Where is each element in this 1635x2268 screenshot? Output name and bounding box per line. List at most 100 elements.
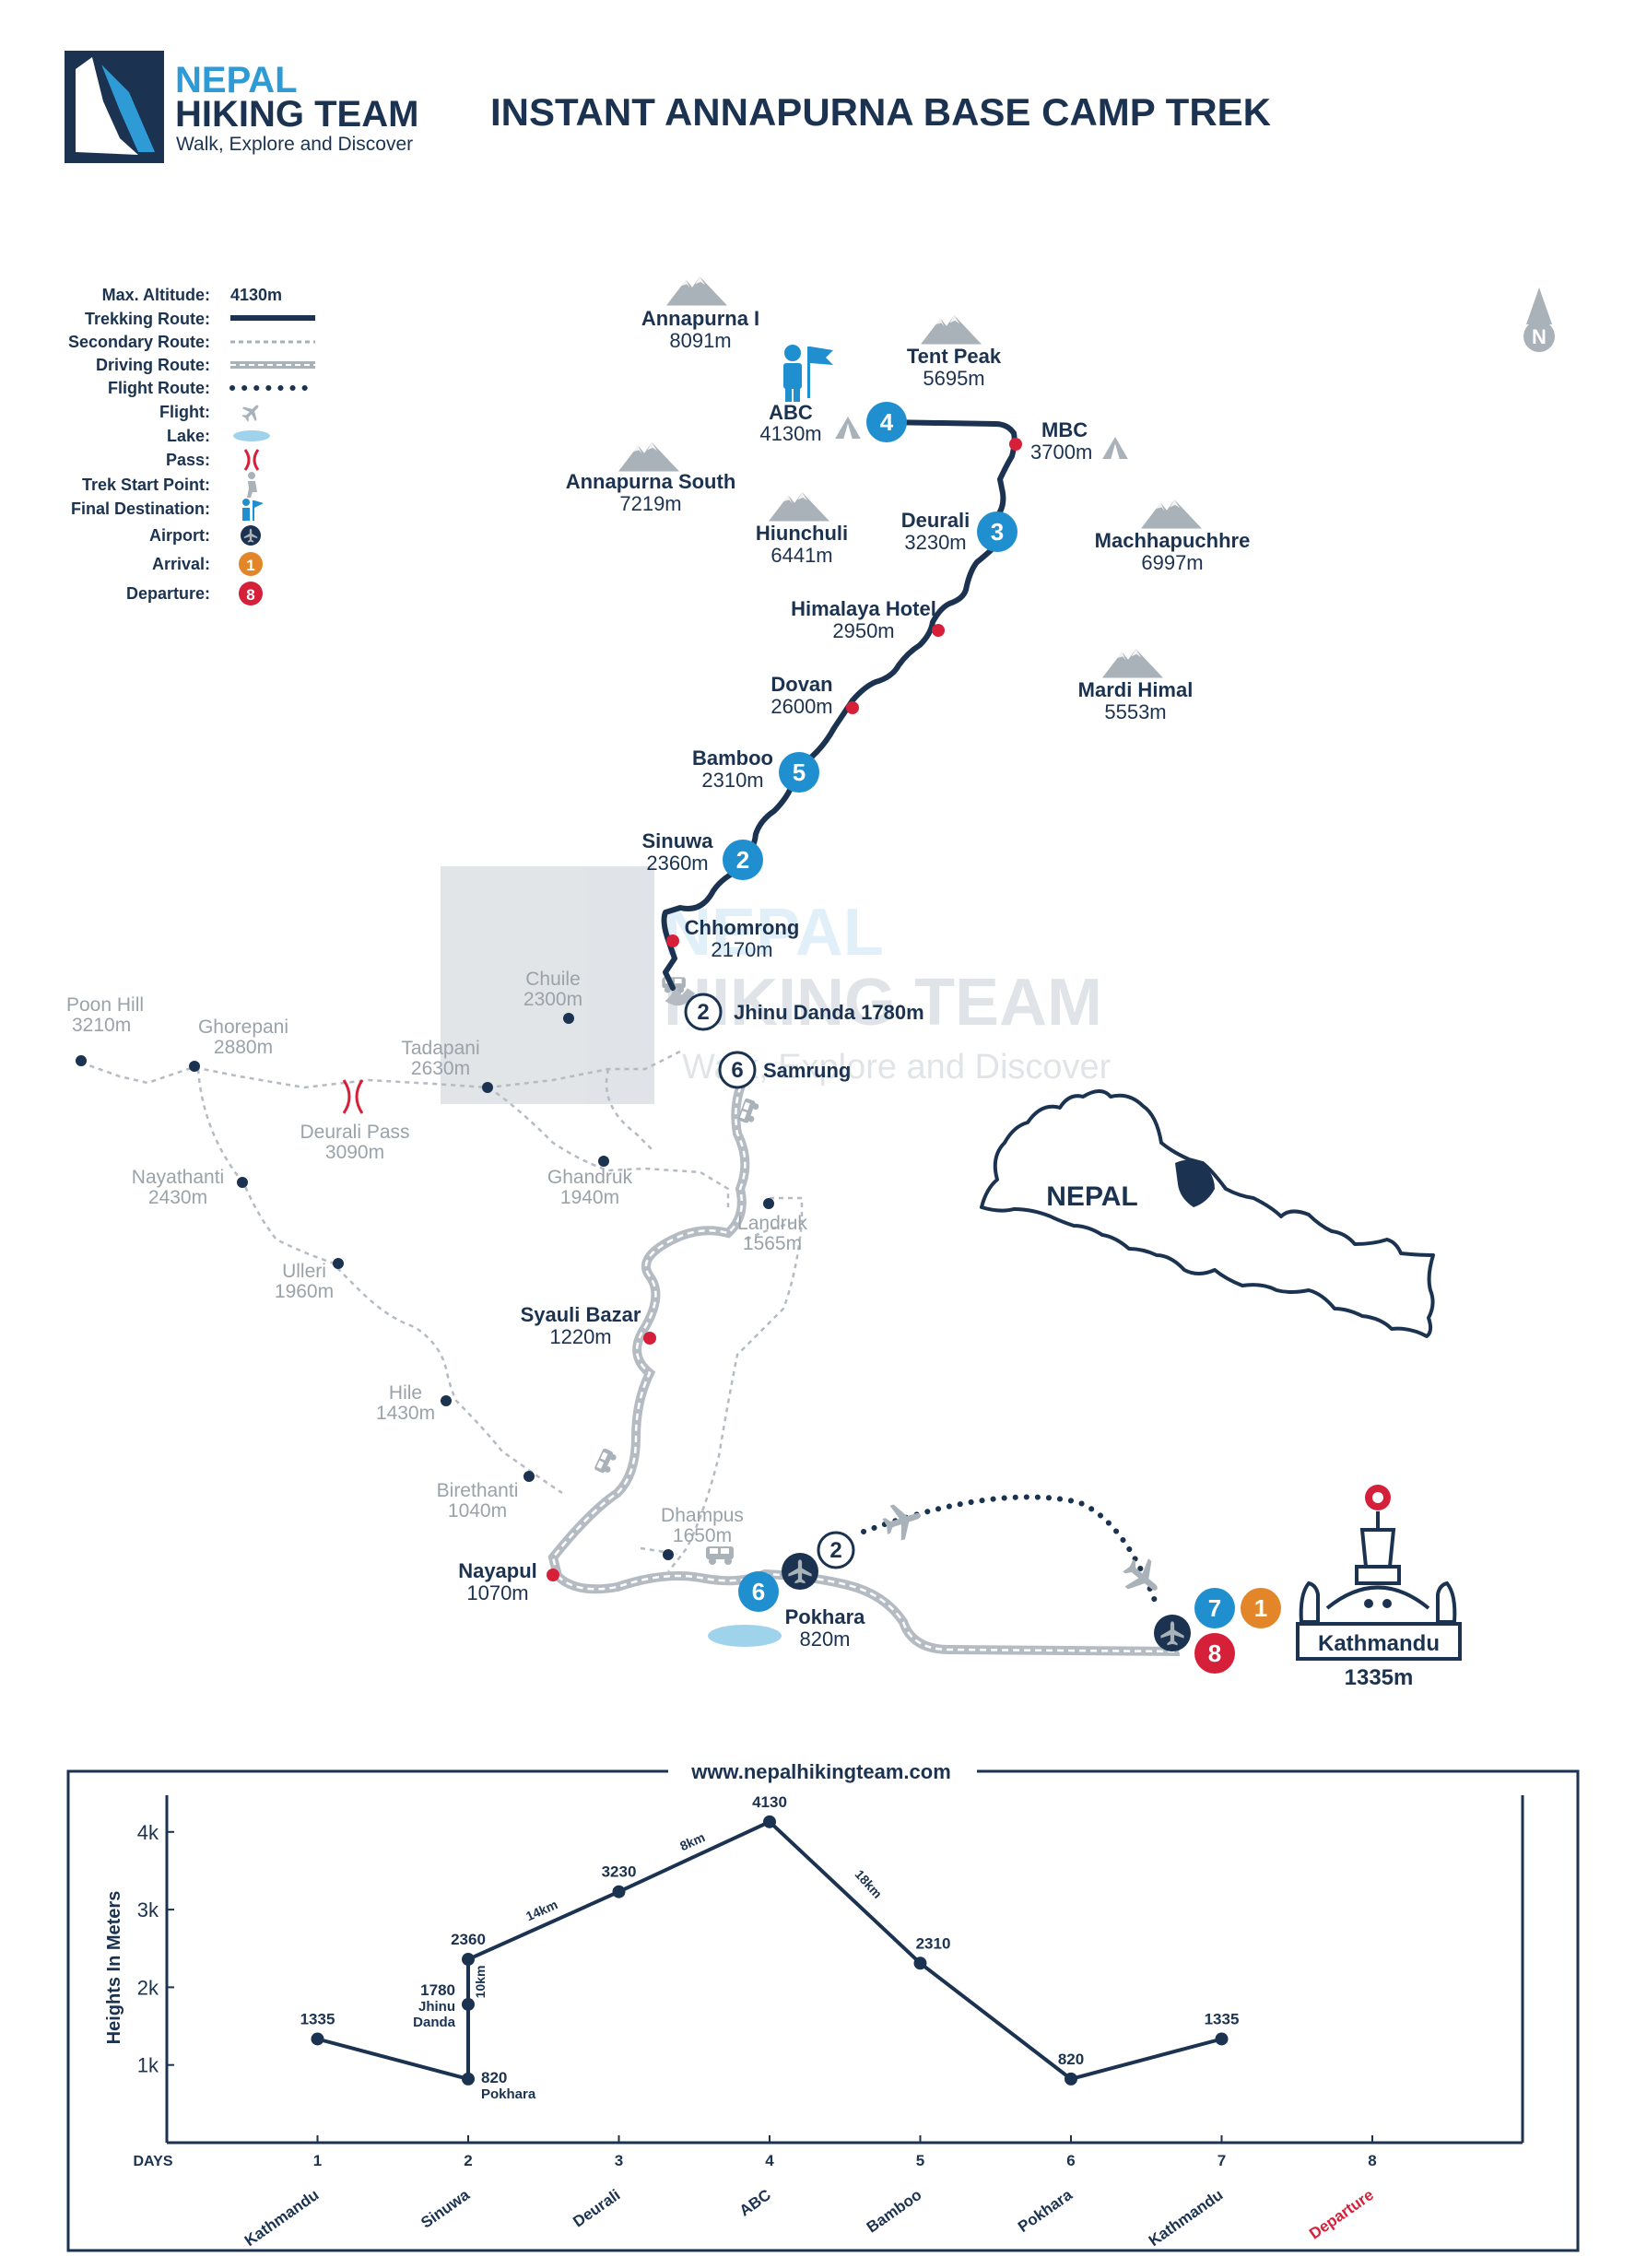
place-altitude: 1335m	[1345, 1665, 1414, 1690]
y-tick-label: 3k	[137, 1898, 159, 1921]
legend-final-destination-label: Final Destination:	[71, 499, 210, 518]
place-hile[interactable]: Hile 1430m	[376, 1382, 452, 1424]
jeep-icon	[706, 1546, 734, 1565]
place-name: Dhampus	[661, 1505, 744, 1526]
day-badge-number: 6	[752, 1578, 765, 1605]
lake-icon	[708, 1625, 782, 1647]
place-landruk[interactable]: Landruk 1565m	[737, 1198, 807, 1254]
place-ghorepani[interactable]: Ghorepani 2880m	[189, 1016, 288, 1072]
place-birethanti[interactable]: Birethanti 1040m	[437, 1471, 535, 1522]
elevation-profile: www.nepalhikingteam.com Heights In Meter…	[66, 1760, 1580, 2252]
elevation-points: 1335820Pokhara1780JhinuDanda236032304130…	[300, 1793, 1240, 2102]
place-jhinu-danda[interactable]: 2 Jhinu Danda 1780m	[684, 993, 924, 1031]
place-kathmandu[interactable]: 7 1 8 Kathmandu 1335m	[1154, 1485, 1462, 1690]
place-name: Ghandruk	[547, 1167, 633, 1188]
place-poon-hill[interactable]: Poon Hill 3210m	[66, 994, 144, 1066]
place-altitude: 4130m	[759, 422, 821, 445]
peak-name: Annapurna I	[641, 307, 759, 330]
place-dot	[482, 1082, 493, 1093]
day-place: Sinuwa	[418, 2186, 473, 2232]
place-deurali[interactable]: Deurali 3230m 3	[901, 509, 1017, 554]
nepal-label: NEPAL	[1046, 1181, 1137, 1212]
place-chuile[interactable]: Chuile 2300m	[523, 969, 582, 1024]
place-chhomrong[interactable]: Chhomrong 2170m	[666, 916, 799, 961]
place-name: ABC	[769, 401, 813, 424]
destination-flag-icon	[242, 499, 264, 521]
lake-icon	[233, 430, 270, 441]
elevation-point	[612, 1885, 626, 1898]
place-pokhara[interactable]: 6 2 Pokhara 820m	[708, 1531, 865, 1651]
y-tick-label: 4k	[137, 1821, 159, 1844]
y-tick-label: 2k	[137, 1976, 159, 1999]
day-badge-number: 2	[736, 846, 749, 874]
departure-badge-number: 8	[1208, 1639, 1221, 1667]
segment-distance: 18km	[853, 1867, 886, 1901]
place-dot	[763, 1198, 774, 1209]
place-nayapul[interactable]: Nayapul 1070m	[458, 1559, 559, 1604]
place-abc[interactable]: ABC 4130m 4	[759, 345, 907, 445]
place-sinuwa[interactable]: Sinuwa 2360m 2	[641, 829, 763, 880]
day-place: Pokhara	[1015, 2186, 1076, 2236]
place-altitude: 1070m	[466, 1581, 528, 1604]
y-axis-label: Heights In Meters	[104, 1891, 124, 2045]
arrival-badge: 1	[239, 552, 263, 576]
place-name: Deurali	[901, 509, 970, 532]
compass-icon[interactable]: N	[1523, 288, 1555, 352]
place-bamboo[interactable]: Bamboo 2310m 5	[692, 746, 819, 793]
place-dot	[441, 1395, 452, 1406]
logo-line1: NEPAL	[175, 60, 298, 100]
place-name: Landruk	[737, 1213, 807, 1234]
place-name: Hile	[389, 1382, 422, 1404]
destination-flag-icon	[783, 345, 833, 402]
legend-flight-label: Flight:	[159, 403, 210, 421]
elevation-sublabel: Pokhara	[481, 2086, 536, 2102]
place-name: Tadapani	[401, 1038, 479, 1059]
elevation-label: 820	[1058, 2051, 1084, 2068]
place-dhampus[interactable]: Dhampus 1650m	[661, 1505, 744, 1560]
legend-max-altitude-value: 4130m	[230, 286, 282, 304]
elevation-label: 4130	[752, 1793, 787, 1811]
elevation-point	[462, 1997, 475, 2011]
place-tadapani[interactable]: Tadapani 2630m	[401, 1038, 493, 1093]
place-name: Ghorepani	[198, 1016, 288, 1038]
x-day-labels: 1Kathmandu2Sinuwa3Deurali4ABC5Bamboo6Pok…	[241, 2135, 1377, 2250]
place-dot	[237, 1177, 248, 1188]
legend-driving-route-label: Driving Route:	[96, 356, 210, 374]
peak-hiunchuli: Hiunchuli 6441m	[756, 492, 848, 567]
place-samrung[interactable]: 6 Samrung	[718, 1051, 851, 1089]
place-deurali-pass[interactable]: Deurali Pass 3090m	[300, 1079, 410, 1163]
logo[interactable]: NEPAL HIKING TEAM Walk, Explore and Disc…	[65, 51, 418, 163]
secondary-places: Poon Hill 3210m Ghorepani 2880m Chuile 2…	[66, 969, 807, 1560]
elevation-sublabel: Jhinu	[418, 1999, 455, 2015]
peak-altitude: 7219m	[619, 492, 681, 515]
stop-marker	[643, 1332, 656, 1345]
stop-marker	[1009, 438, 1022, 451]
profile-frame	[66, 1769, 1580, 2252]
day-badge-number: 4	[880, 408, 894, 436]
flight-route	[861, 1494, 1159, 1608]
website-label[interactable]: www.nepalhikingteam.com	[690, 1760, 951, 1783]
place-dovan[interactable]: Dovan 2600m	[770, 673, 859, 718]
day-place: Kathmandu	[1146, 2186, 1226, 2250]
watermark-line2: HIKING TEAM	[664, 966, 1102, 1040]
place-dot	[189, 1061, 200, 1072]
pass-icon	[342, 1079, 364, 1114]
place-name: Poon Hill	[66, 994, 144, 1016]
place-altitude: 820m	[799, 1628, 850, 1651]
peak-name: Annapurna South	[566, 470, 736, 493]
place-syauli-bazar[interactable]: Syauli Bazar 1220m	[521, 1303, 656, 1348]
place-altitude: 1220m	[549, 1325, 611, 1348]
place-name: Kathmandu	[1318, 1631, 1440, 1656]
place-ghandruk[interactable]: Ghandruk 1940m	[547, 1156, 633, 1208]
day-badge-number: 5	[793, 758, 806, 786]
place-altitude: 2170m	[711, 938, 772, 961]
elevation-point	[311, 2032, 324, 2046]
place-mbc[interactable]: MBC 3700m	[1009, 418, 1128, 464]
legend-airport-label: Airport:	[149, 526, 210, 545]
place-name: Bamboo	[692, 746, 773, 770]
place-nayathanti[interactable]: Nayathanti 2430m	[132, 1167, 248, 1208]
place-ulleri[interactable]: Ulleri 1960m	[275, 1258, 344, 1302]
place-himalaya-hotel[interactable]: Himalaya Hotel 2950m	[791, 597, 945, 642]
peak-name: Hiunchuli	[756, 522, 848, 545]
